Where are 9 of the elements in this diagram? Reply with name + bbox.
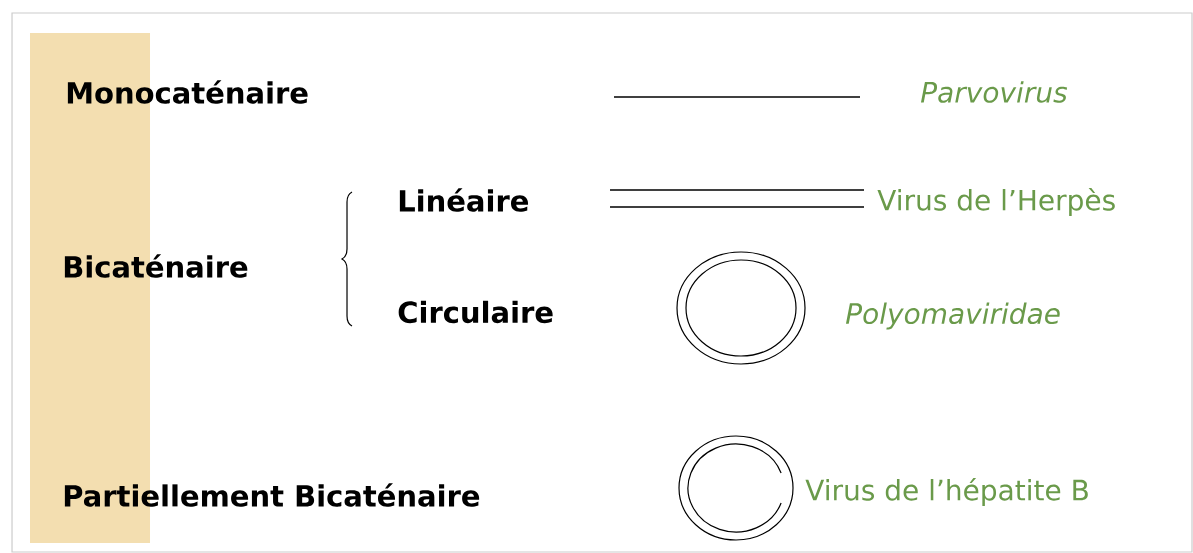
label-text: Bicaténaire	[64, 254, 248, 278]
label-text: Circulaire	[398, 300, 553, 324]
label-text: Polyomaviridae	[845, 302, 1060, 330]
label-text: Parvovirus	[920, 81, 1068, 103]
label-text: Partiellement Bicaténaire	[64, 483, 480, 507]
label-text: Linéaire	[399, 188, 529, 212]
label-text: Monocaténaire	[67, 80, 308, 104]
label-text: Virus de l’hépatite B	[805, 477, 1088, 507]
label-text: Virus de l’Herpès	[877, 187, 1115, 217]
